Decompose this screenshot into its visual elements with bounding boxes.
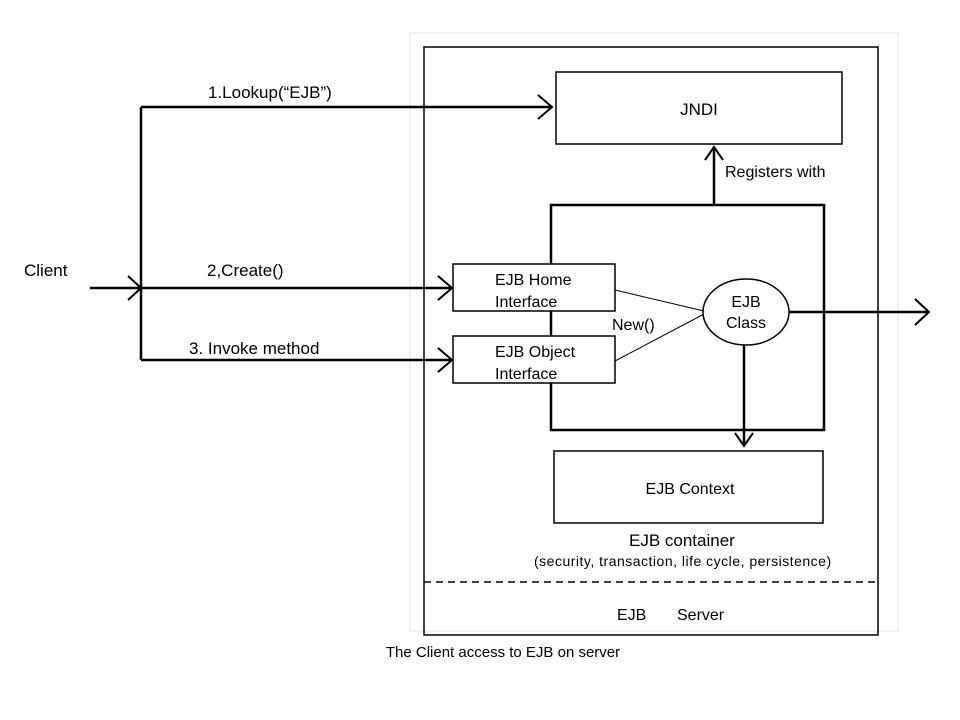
ejb-context-label: EJB Context xyxy=(646,481,735,498)
registers-arrowhead xyxy=(704,145,724,161)
create-arrowhead xyxy=(437,275,454,301)
ejb-home-interface-box xyxy=(452,263,616,312)
ejb-home-line1: EJB Home xyxy=(495,272,572,289)
ejb-context-box xyxy=(553,450,824,524)
class-out-arrowhead xyxy=(914,298,931,326)
server-word2: Server xyxy=(677,607,725,624)
container-subtitle: (security, transaction, life cycle, pers… xyxy=(534,553,832,569)
ejb-object-interface-box xyxy=(452,335,616,384)
new-label: New() xyxy=(612,317,655,334)
lookup-label: 1.Lookup(“EJB”) xyxy=(208,83,332,102)
new-connector-bottom xyxy=(614,312,707,362)
ejb-server-box xyxy=(423,46,879,636)
ejb-home-line2: Interface xyxy=(495,294,557,311)
server-word1: EJB xyxy=(617,607,646,624)
invoke-label: 3. Invoke method xyxy=(189,339,319,358)
client-label: Client xyxy=(24,261,68,280)
create-label: 2,Create() xyxy=(207,261,284,280)
ejb-class-ellipse xyxy=(702,278,790,346)
registers-label: Registers with xyxy=(725,164,825,181)
jndi-box xyxy=(555,71,843,145)
invoke-arrowhead xyxy=(437,347,454,373)
ejb-container-inner-box xyxy=(549,203,826,432)
jndi-label: JNDI xyxy=(680,100,718,119)
lookup-arrowhead xyxy=(537,94,554,120)
ejb-class-line1: EJB xyxy=(731,294,760,311)
container-title: EJB container xyxy=(629,531,735,550)
page-frame xyxy=(409,32,899,632)
ejb-object-line2: Interface xyxy=(495,366,557,383)
ejb-class-line2: Class xyxy=(726,315,766,332)
ejb-object-line1: EJB Object xyxy=(495,344,576,361)
new-connector-top xyxy=(614,289,705,312)
class-context-arrowhead xyxy=(734,432,754,448)
diagram-caption: The Client access to EJB on server xyxy=(386,644,620,661)
